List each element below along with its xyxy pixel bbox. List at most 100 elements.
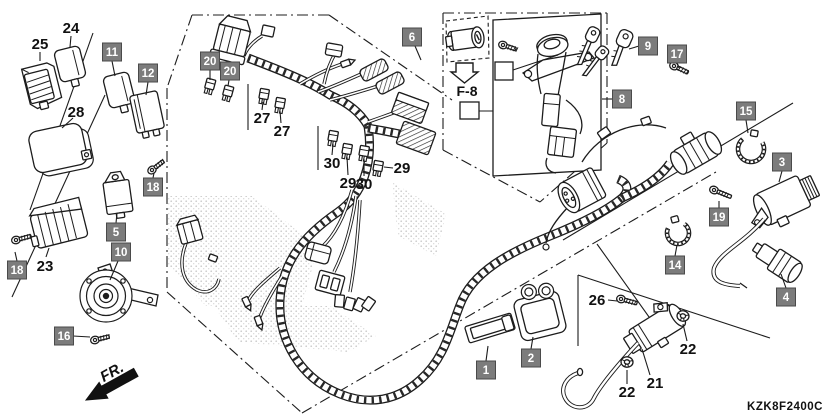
callout-number[interactable]: 21: [647, 375, 664, 392]
callout-29-a[interactable]: 29: [340, 156, 357, 192]
callout-leader: [674, 244, 678, 257]
callout-8[interactable]: 8: [602, 89, 632, 109]
callout-number[interactable]: 29: [394, 160, 411, 177]
callout-box[interactable]: [665, 255, 685, 275]
callout-box[interactable]: [612, 89, 632, 109]
key-cylinder: [444, 26, 485, 52]
callout-21[interactable]: 21: [641, 348, 664, 392]
callout-29-b[interactable]: 29: [383, 160, 411, 177]
callout-9[interactable]: 9: [628, 36, 658, 56]
callout-box[interactable]: [772, 152, 792, 172]
callout-24[interactable]: 24: [63, 20, 80, 48]
callout-12[interactable]: 12: [138, 63, 158, 96]
callout-leader: [628, 45, 640, 50]
callout-number[interactable]: 26: [589, 292, 606, 309]
diagram-artwork: [10, 12, 820, 414]
callout-box[interactable]: [7, 260, 27, 280]
callout-number[interactable]: 22: [619, 384, 636, 401]
callout-23[interactable]: 23: [37, 247, 54, 275]
connector: [175, 214, 204, 245]
callout-leader: [780, 273, 787, 289]
bolt: [10, 233, 32, 245]
switch-connector: [546, 126, 578, 158]
callout-number: 4: [783, 292, 790, 304]
callout-leader: [485, 345, 489, 362]
callout-number[interactable]: 29: [340, 175, 357, 192]
callout-20-b[interactable]: 20: [220, 61, 240, 87]
callout-number[interactable]: 28: [68, 104, 85, 121]
callout-3[interactable]: 3: [772, 152, 792, 183]
callout-box[interactable]: [111, 242, 131, 262]
callout-box[interactable]: [220, 61, 240, 81]
callout-17[interactable]: 17: [667, 44, 687, 69]
callout-number[interactable]: 23: [37, 258, 54, 275]
relay-5: [102, 170, 134, 219]
callout-box[interactable]: [776, 287, 796, 307]
callout-10[interactable]: 10: [109, 242, 131, 281]
callout-box[interactable]: [54, 326, 74, 346]
callout-box[interactable]: [709, 207, 729, 227]
callout-number: 2: [528, 353, 534, 365]
callout-number[interactable]: 24: [63, 20, 80, 37]
callout-number[interactable]: 25: [32, 36, 49, 53]
callout-box[interactable]: [143, 177, 163, 197]
callout-26[interactable]: 26: [589, 292, 618, 309]
callout-box[interactable]: [138, 63, 158, 83]
callout-leader: [109, 260, 119, 281]
callout-box[interactable]: [106, 222, 126, 242]
flag-terminal: [596, 126, 612, 140]
callout-box[interactable]: [521, 348, 541, 368]
callout-number: 18: [147, 182, 160, 194]
callout-19[interactable]: 19: [709, 201, 729, 227]
key: [581, 45, 610, 77]
callout-14[interactable]: 14: [665, 244, 685, 275]
fuse: [221, 84, 235, 103]
bullet-terminal: [339, 58, 357, 69]
callout-box[interactable]: [667, 44, 687, 64]
bolt: [498, 40, 519, 53]
callout-18-b[interactable]: 18: [143, 172, 163, 197]
callout-number[interactable]: 27: [254, 110, 271, 127]
rubber-sleeve: [464, 312, 516, 344]
callout-30-a[interactable]: 30: [324, 143, 341, 172]
callout-number[interactable]: 27: [274, 123, 291, 140]
callout-box[interactable]: [102, 42, 122, 62]
callout-number[interactable]: 30: [356, 176, 373, 193]
callout-box[interactable]: [200, 51, 220, 71]
callout-22-b[interactable]: 22: [619, 370, 636, 401]
callout-leader: [641, 348, 651, 376]
callout-15[interactable]: 15: [736, 101, 756, 134]
callout-16[interactable]: 16: [54, 326, 91, 346]
multi-pin-connector: [391, 91, 430, 124]
callout-30-b[interactable]: 30: [356, 159, 373, 193]
callout-box[interactable]: [638, 36, 658, 56]
callout-6[interactable]: 6: [402, 27, 422, 61]
callout-leader: [72, 335, 91, 338]
spark-plug-cap: [752, 242, 803, 283]
callout-leader: [145, 81, 149, 96]
callout-2[interactable]: 2: [521, 336, 541, 368]
callout-28[interactable]: 28: [61, 104, 85, 129]
callout-22-a[interactable]: 22: [680, 323, 697, 358]
callout-leader: [383, 166, 394, 169]
callout-box[interactable]: [476, 360, 496, 380]
wire-clamp: [664, 215, 692, 247]
callout-27-a[interactable]: 27: [254, 101, 271, 127]
callout-25[interactable]: 25: [32, 36, 49, 61]
callout-number[interactable]: 22: [680, 341, 697, 358]
callout-box[interactable]: [402, 27, 422, 47]
callout-leader: [14, 251, 18, 262]
callout-4[interactable]: 4: [776, 273, 796, 307]
callout-20-a[interactable]: 20: [200, 51, 220, 80]
part-callouts: 1234568910111214151617181819202021222223…: [7, 20, 796, 401]
callout-11[interactable]: 11: [102, 42, 122, 77]
callout-1[interactable]: 1: [476, 345, 496, 380]
callout-number[interactable]: 30: [324, 155, 341, 172]
callout-27-b[interactable]: 27: [274, 110, 291, 140]
callout-5[interactable]: 5: [106, 212, 126, 242]
callout-18-a[interactable]: 18: [7, 251, 27, 280]
callout-box[interactable]: [736, 101, 756, 121]
cdi-unit: [513, 282, 567, 342]
wire-clamp: [640, 115, 652, 127]
